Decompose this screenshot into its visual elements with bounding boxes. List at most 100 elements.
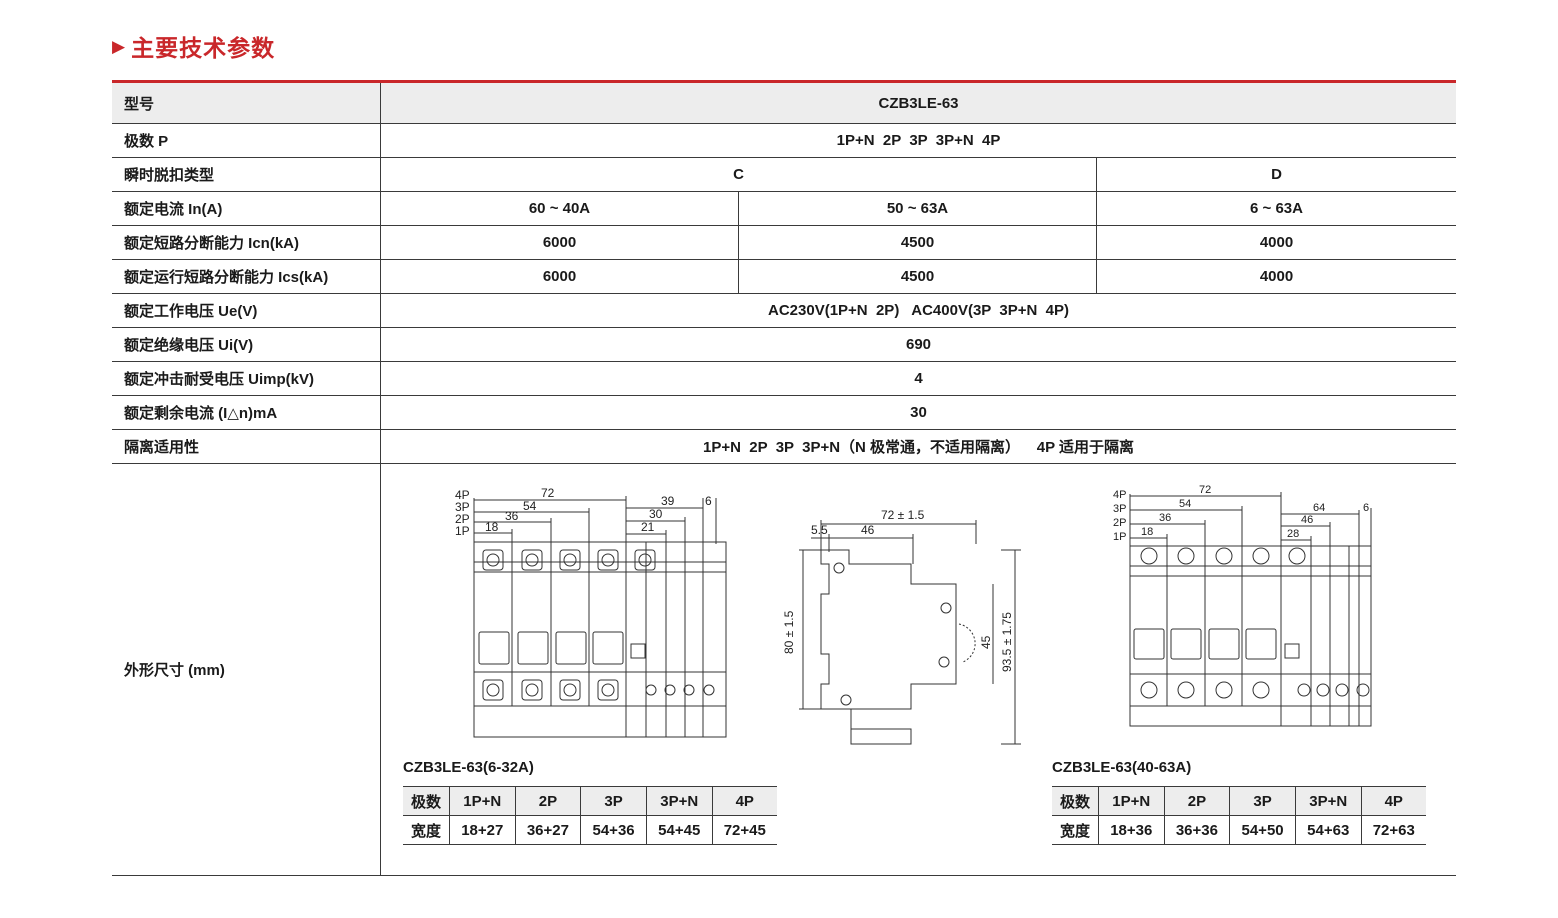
front-view-drawing-small: 4P 3P 2P 1P 72 54 36 18 39 30 21 6 (455, 486, 727, 738)
dimension-drawings: 4P 3P 2P 1P 72 54 36 18 39 30 21 6 (381, 464, 1456, 875)
dimension-label: 80 ± 1.5 (782, 610, 796, 654)
row-label: 额定剩余电流 (I△n)mA (112, 396, 381, 429)
row-label: 额定绝缘电压 Ui(V) (112, 328, 381, 361)
table-cell: 3P (1229, 786, 1296, 816)
table-cell: 54+50 (1229, 815, 1296, 845)
dimension-label: 6 (1363, 502, 1369, 514)
dimension-label: 54 (523, 499, 537, 513)
pole-label: 2P (1113, 517, 1126, 529)
table-cell: 1P+N (449, 786, 516, 816)
ui-value: 690 (905, 336, 932, 353)
dimension-label: 54 (1179, 498, 1191, 510)
row-label: 瞬时脱扣类型 (112, 158, 381, 191)
row-label: 额定运行短路分断能力 Ics(kA) (112, 260, 381, 293)
icn-cell: 4000 (1259, 234, 1294, 251)
right-width-table: 极数 1P+N 2P 3P 3P+N 4P 宽度 18+36 36+36 54+… (1052, 786, 1426, 845)
dimension-label: 72 ± 1.5 (881, 508, 925, 522)
ue-value: AC230V(1P+N 2P) AC400V(3P 3P+N 4P) (768, 302, 1069, 319)
dimension-label: 5.5 (811, 523, 828, 537)
rated-current-cell: 60 ~ 40A (381, 192, 739, 225)
table-row: 宽度 18+27 36+27 54+36 54+45 72+45 (403, 815, 777, 845)
row-label: 额定冲击耐受电压 Uimp(kV) (112, 362, 381, 395)
table-row: 额定冲击耐受电压 Uimp(kV) 4 (112, 362, 1456, 396)
table-cell: 2P (1164, 786, 1231, 816)
rated-current-cell: 6 ~ 63A (1250, 200, 1303, 217)
dimension-label: 30 (649, 507, 663, 521)
section-title: ▶ 主要技术参数 (112, 30, 275, 62)
table-row: 型号 CZB3LE-63 (112, 83, 1456, 124)
table-cell: 36+36 (1164, 815, 1231, 845)
table-cell: 宽度 (403, 815, 450, 845)
ics-cell: 4500 (739, 260, 1097, 293)
dimension-label: 6 (705, 494, 712, 508)
table-cell: 72+45 (712, 815, 777, 845)
row-label: 额定短路分断能力 Icn(kA) (112, 226, 381, 259)
table-cell: 极数 (403, 786, 450, 816)
table-cell: 54+63 (1295, 815, 1362, 845)
dimension-label: 72 (541, 486, 555, 500)
table-row: 极数 P 1P+N 2P 3P 3P+N 4P (112, 124, 1456, 158)
dimension-label: 28 (1287, 528, 1299, 540)
left-drawing-caption: CZB3LE-63(6-32A) (403, 759, 534, 776)
dimension-label: 72 (1199, 484, 1211, 496)
table-row: 额定电流 In(A) 60 ~ 40A 50 ~ 63A 6 ~ 63A (112, 192, 1456, 226)
table-row: 瞬时脱扣类型 C D (112, 158, 1456, 192)
table-cell: 72+63 (1361, 815, 1426, 845)
pole-label: 1P (1113, 531, 1126, 543)
left-width-table: 极数 1P+N 2P 3P 3P+N 4P 宽度 18+27 36+27 54+… (403, 786, 777, 845)
table-row: 宽度 18+36 36+36 54+50 54+63 72+63 (1052, 815, 1426, 845)
trip-type-c: C (381, 158, 1097, 191)
spec-table: 型号 CZB3LE-63 极数 P 1P+N 2P 3P 3P+N 4P 瞬时脱… (112, 80, 1456, 876)
icn-cell: 4500 (739, 226, 1097, 259)
rated-current-cell: 50 ~ 63A (739, 192, 1097, 225)
table-cell: 18+27 (449, 815, 516, 845)
table-cell: 3P+N (1295, 786, 1362, 816)
table-row: 额定剩余电流 (I△n)mA 30 (112, 396, 1456, 430)
dimension-label: 45 (979, 635, 993, 649)
pole-label: 2P (455, 512, 470, 526)
dimension-label: 46 (1301, 514, 1313, 526)
pole-label: 3P (455, 500, 470, 514)
dimension-label: 36 (505, 509, 519, 523)
table-cell: 36+27 (515, 815, 582, 845)
row-label: 隔离适用性 (112, 430, 381, 463)
table-row: 极数 1P+N 2P 3P 3P+N 4P (1052, 786, 1426, 816)
residual-value: 30 (910, 404, 927, 421)
right-drawing-caption: CZB3LE-63(40-63A) (1052, 759, 1192, 776)
table-cell: 4P (712, 786, 777, 816)
table-cell: 18+36 (1098, 815, 1165, 845)
triangle-bullet-icon: ▶ (112, 36, 126, 56)
dimension-label: 39 (661, 494, 675, 508)
pole-label: 4P (455, 488, 470, 502)
dimension-label: 64 (1313, 502, 1325, 514)
icn-cell: 6000 (381, 226, 739, 259)
table-row: 额定运行短路分断能力 Ics(kA) 6000 4500 4000 (112, 260, 1456, 294)
ics-cell: 6000 (381, 260, 739, 293)
pole-label: 1P (455, 524, 470, 538)
table-cell: 极数 (1052, 786, 1099, 816)
row-label: 极数 P (112, 124, 381, 157)
row-label: 型号 (112, 83, 381, 123)
dimension-label: 21 (641, 520, 655, 534)
dimension-label: 18 (1141, 526, 1153, 538)
uimp-value: 4 (914, 370, 923, 387)
table-row: 隔离适用性 1P+N 2P 3P 3P+N（N 极常通，不适用隔离） 4P 适用… (112, 430, 1456, 464)
table-row: 额定工作电压 Ue(V) AC230V(1P+N 2P) AC400V(3P 3… (112, 294, 1456, 328)
poles-value: 1P+N 2P 3P 3P+N 4P (836, 132, 1001, 149)
table-cell: 54+45 (646, 815, 713, 845)
table-cell: 1P+N (1098, 786, 1165, 816)
dimension-label: 36 (1159, 512, 1171, 524)
row-label: 外形尺寸 (mm) (112, 464, 381, 875)
pole-label: 4P (1113, 489, 1126, 501)
trip-type-d: D (1271, 166, 1282, 183)
table-cell: 4P (1361, 786, 1426, 816)
side-view-drawing: 72 ± 1.5 5.5 46 80 ± 1.5 45 93.5 ± 1.75 (782, 508, 1021, 745)
table-cell: 宽度 (1052, 815, 1099, 845)
dimension-label: 93.5 ± 1.75 (1000, 612, 1014, 672)
ics-cell: 4000 (1259, 268, 1294, 285)
dimension-label: 46 (861, 523, 875, 537)
table-row: 额定短路分断能力 Icn(kA) 6000 4500 4000 (112, 226, 1456, 260)
table-cell: 3P (580, 786, 647, 816)
row-label: 额定工作电压 Ue(V) (112, 294, 381, 327)
model-value: CZB3LE-63 (878, 94, 959, 112)
